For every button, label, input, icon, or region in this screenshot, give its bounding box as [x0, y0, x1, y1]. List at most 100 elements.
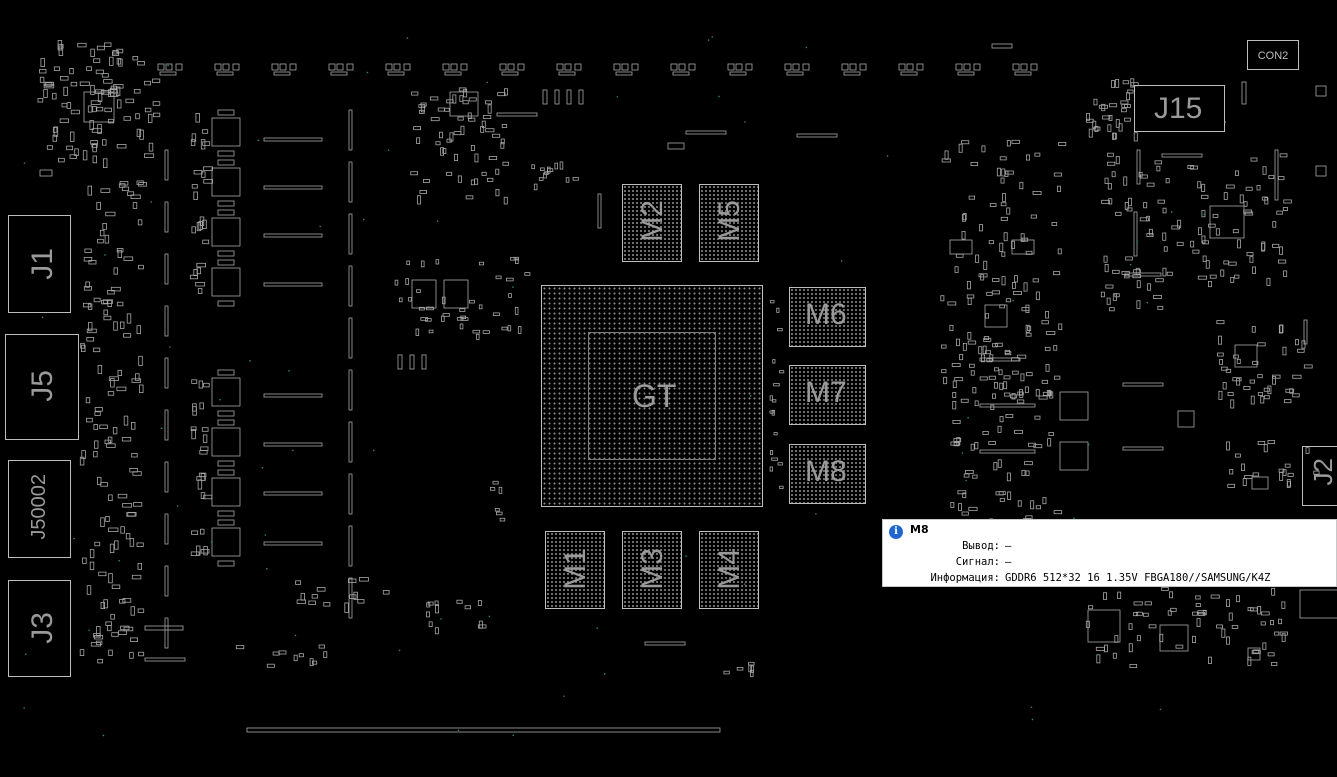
pcb-part-outline	[113, 321, 118, 331]
pcb-part-outline	[426, 611, 430, 618]
memory-chip-m8[interactable]	[789, 444, 866, 504]
pcb-part-outline	[984, 304, 1008, 328]
pcb-part-outline	[1252, 360, 1259, 365]
pcb-part-outline	[1005, 413, 1014, 418]
pcb-part-outline	[1154, 160, 1162, 165]
gpu-package[interactable]	[541, 285, 763, 507]
pcb-part-outline	[104, 234, 110, 244]
pcb-part-outline	[1239, 194, 1244, 204]
pcb-part-outline	[1190, 240, 1195, 248]
via-dot	[23, 707, 25, 709]
pcb-part-outline	[139, 129, 144, 140]
pcb-part-outline	[1086, 113, 1090, 121]
pcb-part-outline	[1005, 170, 1014, 175]
pcb-part-outline	[443, 279, 469, 309]
pcb-part-outline	[1114, 293, 1120, 298]
pcb-part-outline	[995, 491, 1004, 496]
pcb-part-outline	[736, 667, 744, 671]
connector-j2[interactable]	[1302, 446, 1337, 506]
pcb-part-outline	[97, 364, 103, 374]
pcb-part-outline	[435, 141, 441, 146]
pcb-part-outline	[1098, 104, 1108, 109]
pcb-part-outline	[82, 150, 88, 161]
pcb-part-outline	[978, 346, 983, 355]
pcb-part-outline	[1004, 392, 1011, 397]
via-dot	[41, 316, 44, 319]
connector-j50002[interactable]	[8, 460, 71, 558]
pcb-part-outline	[296, 599, 307, 604]
pcb-part-outline	[323, 651, 328, 658]
pcb-part-outline	[164, 565, 169, 597]
memory-chip-m7[interactable]	[789, 365, 866, 425]
pcb-part-outline	[994, 381, 998, 389]
pcb-part-outline	[1041, 379, 1048, 384]
memory-chip-m4[interactable]	[699, 531, 759, 609]
pcb-part-outline	[117, 369, 122, 376]
pcb-part-outline	[1109, 307, 1115, 312]
pcb-part-outline	[105, 211, 116, 217]
pcb-part-outline	[533, 183, 538, 191]
pcb-part-outline	[481, 171, 487, 176]
pcb-part-outline	[94, 407, 103, 412]
via-dot	[362, 218, 365, 221]
pcb-part-outline	[123, 415, 129, 426]
pcb-part-outline	[115, 86, 121, 97]
pcb-part-outline	[58, 157, 65, 163]
pcb-part-outline	[164, 305, 169, 337]
connector-j3[interactable]	[8, 580, 71, 677]
pcb-part-outline	[1256, 185, 1261, 191]
pcb-part-outline	[1006, 207, 1011, 215]
pcb-part-outline	[1112, 652, 1117, 659]
pcb-part-outline	[986, 358, 993, 363]
pcb-part-outline	[98, 571, 107, 577]
pcb-part-outline	[97, 238, 104, 244]
tooltip-title: M8	[910, 523, 929, 536]
memory-chip-m2[interactable]	[622, 184, 682, 262]
pcb-part-outline	[1252, 649, 1260, 654]
connector-j15[interactable]	[1134, 85, 1225, 132]
connector-j5[interactable]	[5, 334, 79, 440]
pcb-part-outline	[1237, 239, 1241, 249]
pcb-part-outline	[492, 312, 500, 316]
pcb-part-outline	[110, 286, 121, 292]
pcb-part-outline	[263, 491, 323, 496]
pcb-part-outline	[457, 116, 464, 121]
pcb-part-outline	[108, 649, 113, 656]
pcb-part-outline	[1217, 352, 1224, 357]
info-icon: i	[889, 525, 903, 539]
pcb-part-outline	[348, 109, 353, 151]
pcb-part-outline	[52, 134, 57, 142]
pcb-part-outline	[123, 256, 134, 261]
memory-chip-m5[interactable]	[699, 184, 759, 262]
pcb-part-outline	[1236, 377, 1241, 386]
pcb-part-outline	[958, 503, 962, 511]
pcb-part-outline	[1272, 221, 1277, 228]
connector-con2[interactable]: CON2	[1247, 40, 1299, 70]
pcb-part-outline	[165, 63, 173, 71]
pcb-part-outline	[1227, 483, 1236, 488]
pcb-part-outline	[191, 530, 199, 535]
pcb-part-outline	[70, 109, 80, 115]
pcb-part-outline	[130, 194, 141, 199]
pcb-part-outline	[1197, 610, 1207, 615]
pcb-part-outline	[417, 195, 421, 205]
pcb-part-outline	[107, 391, 115, 396]
pcb-part-outline	[1000, 177, 1005, 184]
pcb-part-outline	[723, 670, 730, 675]
pcb-part-outline	[1234, 344, 1258, 368]
memory-chip-m6[interactable]	[789, 287, 866, 347]
pcb-part-outline	[1157, 199, 1165, 204]
pcb-part-outline	[122, 598, 132, 603]
memory-chip-m3[interactable]	[622, 531, 682, 609]
pcb-part-outline	[83, 302, 92, 308]
pcb-part-outline	[1136, 149, 1141, 185]
gpu-die	[588, 332, 716, 460]
pcb-part-outline	[992, 343, 998, 348]
connector-j1[interactable]	[8, 215, 71, 313]
via-dot	[805, 46, 808, 49]
via-dot	[440, 618, 442, 620]
memory-chip-m1[interactable]	[545, 531, 605, 609]
pcb-part-outline	[122, 503, 132, 508]
pcb-part-outline	[1236, 595, 1240, 603]
